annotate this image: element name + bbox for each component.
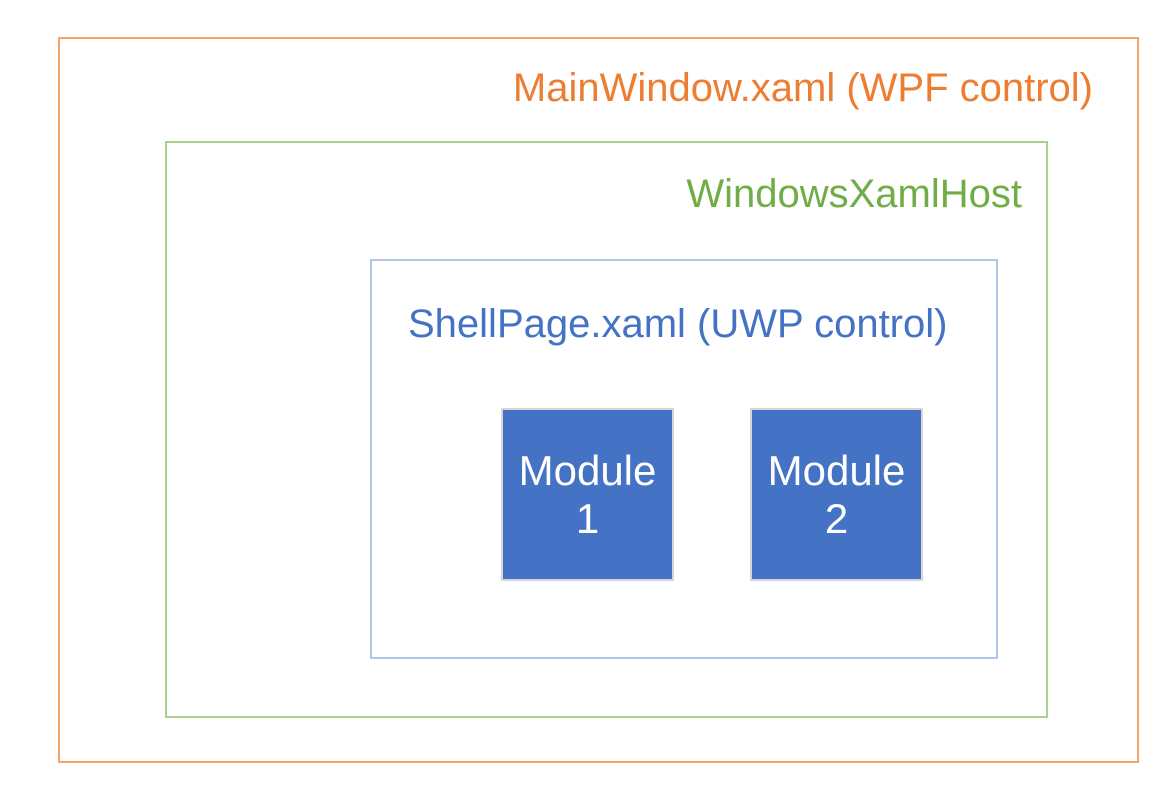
module-2-box: Module 2 <box>750 408 923 581</box>
module-1-number: 1 <box>575 494 600 542</box>
windows-xaml-host-box <box>165 141 1048 718</box>
shellpage-uwp-box <box>370 259 998 659</box>
module-1-name: Module <box>518 446 657 494</box>
module-1-box: Module 1 <box>501 408 674 581</box>
shellpage-label: ShellPage.xaml (UWP control) <box>408 302 948 346</box>
mainwindow-label: MainWindow.xaml (WPF control) <box>512 66 1093 110</box>
module-2-name: Module <box>767 446 906 494</box>
windows-xaml-host-label: WindowsXamlHost <box>686 172 1022 216</box>
mainwindow-wpf-box <box>58 37 1139 763</box>
module-2-number: 2 <box>824 494 849 542</box>
